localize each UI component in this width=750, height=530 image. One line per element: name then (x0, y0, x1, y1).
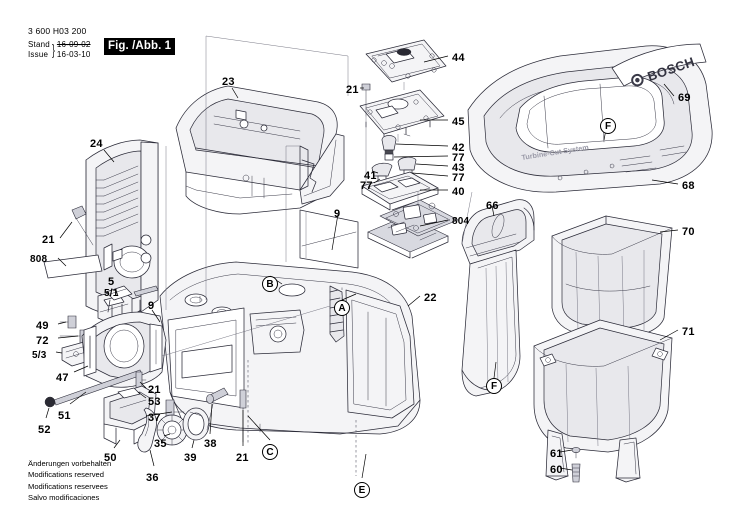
part-77-nut-c (377, 175, 387, 183)
callout-808: 808 (30, 254, 48, 265)
callout-9: 9 (334, 208, 341, 220)
callout-53: 53 (148, 396, 161, 408)
stand-label: Stand (28, 40, 50, 50)
part-804-pcb-module (367, 199, 459, 259)
callout-50: 50 (104, 452, 117, 464)
disclaimer-en: Modifications reserved (28, 470, 104, 480)
part-9-decal-upper (299, 209, 359, 269)
part-24-vent-cover (85, 139, 159, 319)
callout-41: 41 (364, 170, 377, 182)
callout-9: 9 (148, 300, 155, 312)
disclaimer-de: Änderungen vorbehalten (28, 459, 112, 468)
callout-21: 21 (346, 84, 359, 96)
part-60-screw (571, 463, 581, 483)
callout-66: 66 (486, 200, 499, 212)
callout-77: 77 (360, 180, 373, 192)
callout-70: 70 (682, 226, 695, 238)
callout-22: 22 (424, 292, 437, 304)
callout-61: 61 (550, 448, 563, 460)
part-77-nut-b (403, 169, 413, 177)
part-77-nut-a (384, 153, 394, 161)
brace-glyph: } (52, 41, 55, 59)
part-44-panel-plate (365, 39, 447, 83)
part-45-base-plate (359, 89, 445, 143)
callout-51: 51 (58, 410, 71, 422)
turbine-cut-system-text: Turbine-Cut System (521, 142, 589, 161)
leader-lines (45, 35, 679, 479)
part-21-screw-panel (361, 83, 371, 117)
callout-5: 5 (108, 276, 115, 288)
callout-21: 21 (148, 384, 161, 396)
part-37-pin (165, 399, 185, 425)
callout-21: 21 (42, 234, 55, 246)
callout-45: 45 (452, 116, 465, 128)
part-21-screw-upper-left (71, 205, 94, 246)
part-43-cap (397, 156, 417, 171)
callout-804: 804 (452, 216, 470, 227)
callout-44: 44 (452, 52, 465, 64)
callout-72: 72 (36, 335, 49, 347)
callout-43: 43 (452, 162, 465, 174)
callout-21: 21 (236, 452, 249, 464)
callout-37: 37 (148, 412, 161, 424)
circled-ref-F: F (600, 118, 616, 134)
main-chassis-body (159, 261, 421, 476)
part-39-ring (182, 407, 210, 441)
part-42-knob (381, 135, 397, 156)
part-61-screw (571, 447, 581, 459)
drawing-header: 3 600 H03 200 Stand Issue } 16-09-02 16-… (28, 26, 91, 60)
circled-ref-B: B (262, 276, 278, 292)
part-808-nameplate (43, 254, 103, 279)
callout-39: 39 (184, 452, 197, 464)
callout-40: 40 (452, 186, 465, 198)
issue-date: 16-03-10 (56, 50, 91, 60)
part-70-collection-box (551, 215, 673, 339)
callout-42: 42 (452, 142, 465, 154)
callout-38: 38 (204, 438, 217, 450)
issue-block: Stand Issue } 16-09-02 16-03-10 (28, 40, 91, 60)
callout-36: 36 (146, 472, 159, 484)
callout-47: 47 (56, 372, 69, 384)
part-53-pin (127, 387, 147, 395)
part-66-chute (461, 199, 535, 397)
part-49-pin (59, 315, 77, 329)
disclaimer-es: Salvo modificaciones (28, 493, 100, 503)
circled-ref-C: C (262, 444, 278, 460)
callout-68: 68 (682, 180, 695, 192)
figure-badge: Fig. /Abb. 1 (104, 38, 176, 55)
stand-date: 16-09-02 (56, 40, 91, 50)
callout-35: 35 (154, 438, 167, 450)
circled-ref-E: E (354, 482, 370, 498)
issue-label: Issue (28, 50, 49, 60)
part-38-shaft (206, 387, 229, 431)
callout-49: 49 (36, 320, 49, 332)
callout-60: 60 (550, 464, 563, 476)
callout-23: 23 (222, 76, 235, 88)
part-21-screw-mid (135, 371, 147, 389)
bosch-wordmark: BOSCH (645, 54, 696, 84)
callout-5-1: 5/1 (104, 288, 119, 299)
callout-77: 77 (452, 152, 465, 164)
circled-ref-A: A (334, 300, 350, 316)
part-number: 3 600 H03 200 (28, 26, 87, 36)
circled-ref-F: F (486, 378, 502, 394)
part-23-top-housing (175, 85, 345, 215)
disclaimer-fr: Modifications reservees (28, 481, 108, 491)
part-72-pin (59, 329, 89, 346)
callout-69: 69 (678, 92, 691, 104)
callout-77: 77 (452, 172, 465, 184)
part-9-decal-left (152, 306, 218, 372)
callout-5-3: 5/3 (32, 350, 47, 361)
callout-71: 71 (682, 326, 695, 338)
callout-52: 52 (38, 424, 51, 436)
part-69-bosch-label: BOSCH (611, 43, 707, 87)
callout-24: 24 (90, 138, 103, 150)
part-68-hopper-lid: Turbine-Cut System (467, 45, 713, 193)
part-21-screw-lower (239, 389, 247, 443)
part-53-block (61, 341, 93, 367)
disclaimer-footer: Änderungen vorbehalten Modifications res… (28, 458, 111, 504)
